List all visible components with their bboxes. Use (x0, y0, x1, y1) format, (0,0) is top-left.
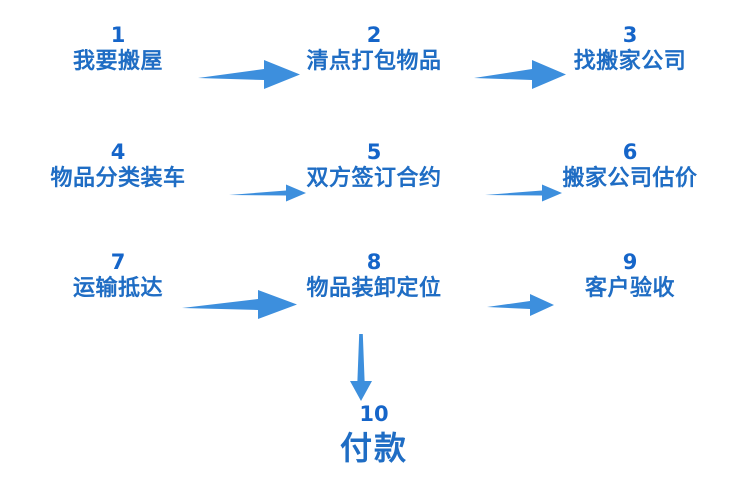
step-4-number: 4 (110, 140, 126, 164)
arrow-step7-to-step8-icon (180, 287, 300, 321)
step-1-number: 1 (110, 23, 126, 47)
step-9-label: 客户验收 (584, 276, 675, 301)
step-8-number: 8 (366, 250, 382, 274)
step-7-number: 7 (110, 250, 126, 274)
step-9-number: 9 (622, 250, 638, 274)
step-10-label: 付款 (339, 429, 408, 467)
arrow-step2-to-step3-icon (472, 56, 568, 92)
step-5-label: 双方签订合约 (306, 166, 442, 191)
arrow-step8-to-step10-icon (346, 333, 376, 403)
step-8-label: 物品装卸定位 (306, 276, 442, 301)
arrow-step1-to-step2-icon (196, 56, 302, 92)
flow-step-7[interactable]: 7 运输抵达 (0, 251, 236, 305)
step-2-number: 2 (366, 23, 382, 47)
step-6-number: 6 (622, 140, 638, 164)
step-5-number: 5 (366, 140, 382, 164)
flow-step-6[interactable]: 6 搬家公司估价 (512, 141, 748, 195)
flow-step-2[interactable]: 2 清点打包物品 (256, 24, 492, 78)
step-7-label: 运输抵达 (72, 276, 163, 301)
step-3-label: 找搬家公司 (573, 49, 687, 74)
arrow-step5-to-step6-icon (484, 181, 564, 205)
step-1-label: 我要搬屋 (72, 49, 163, 74)
flow-step-3[interactable]: 3 找搬家公司 (512, 24, 748, 78)
step-6-label: 搬家公司估价 (562, 166, 698, 191)
flow-step-1[interactable]: 1 我要搬屋 (0, 24, 236, 78)
flow-step-9[interactable]: 9 客户验收 (512, 251, 748, 305)
flow-step-4[interactable]: 4 物品分类装车 (0, 141, 236, 195)
arrow-step8-to-step9-icon (486, 291, 556, 319)
step-10-number: 10 (359, 402, 389, 426)
step-2-label: 清点打包物品 (306, 49, 442, 74)
flow-step-5[interactable]: 5 双方签订合约 (256, 141, 492, 195)
step-3-number: 3 (622, 23, 638, 47)
step-4-label: 物品分类装车 (50, 166, 186, 191)
flow-step-10[interactable]: 10 付款 (256, 402, 492, 470)
flow-step-8[interactable]: 8 物品装卸定位 (256, 251, 492, 305)
arrow-step4-to-step5-icon (228, 181, 308, 205)
